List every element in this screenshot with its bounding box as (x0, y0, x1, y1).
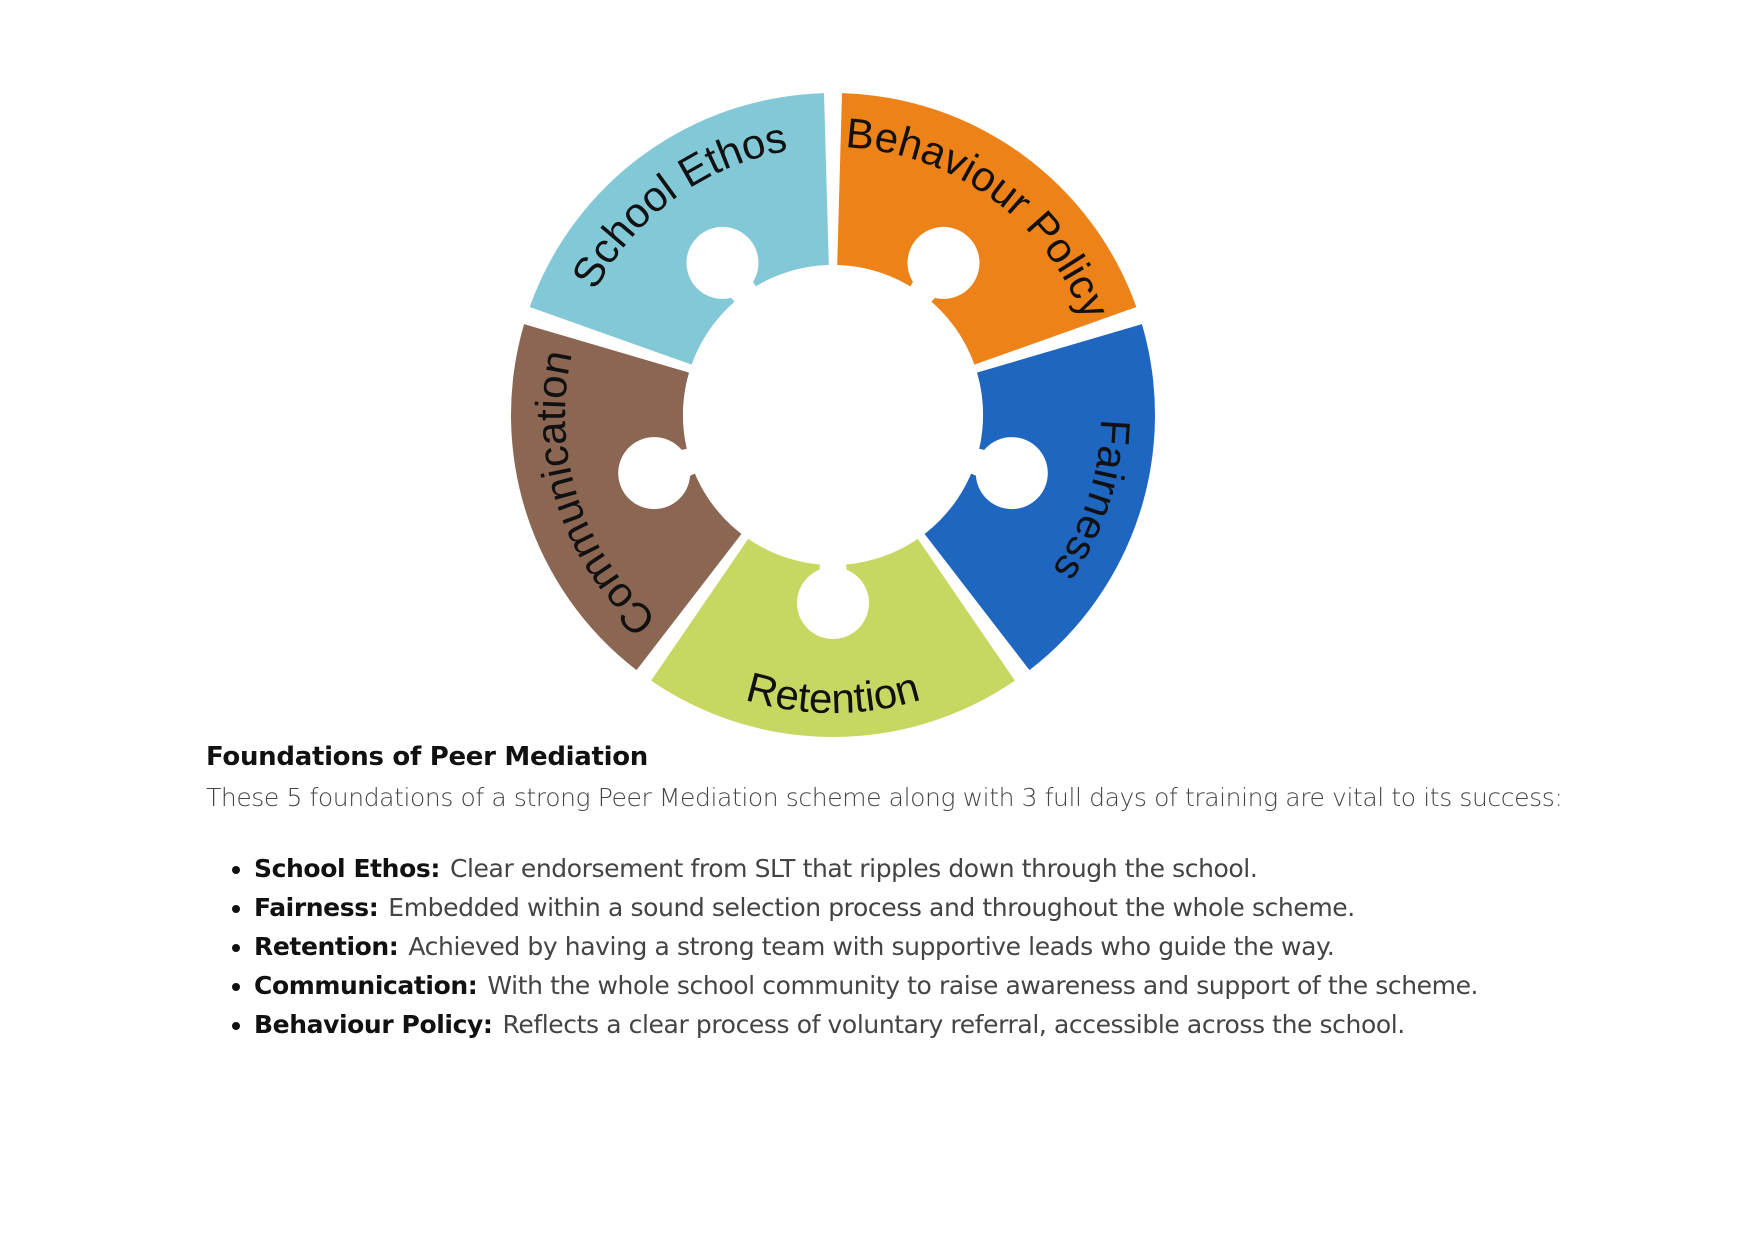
item-term: School Ethos: (254, 854, 440, 883)
item-term: Communication: (254, 971, 478, 1000)
item-text: With the whole school community to raise… (487, 971, 1479, 1000)
wheel-center (683, 265, 983, 565)
segment-communication (511, 324, 742, 671)
caption-intro: These 5 foundations of a strong Peer Med… (206, 783, 1563, 812)
segment-fairness (924, 324, 1155, 671)
item-term: Behaviour Policy: (254, 1010, 493, 1039)
item-term: Retention: (254, 932, 399, 961)
list-item: Retention: Achieved by having a strong te… (254, 927, 1606, 966)
segment-school-ethos (529, 93, 829, 365)
item-text: Embedded within a sound selection proces… (388, 893, 1355, 922)
item-text: Clear endorsement from SLT that ripples … (449, 854, 1258, 883)
caption-title: Foundations of Peer Mediation (206, 742, 648, 772)
caption: Foundations of Peer Mediation These 5 fo… (206, 742, 1606, 1044)
item-text: Achieved by having a strong team with su… (408, 932, 1335, 961)
item-text: Reflects a clear process of voluntary re… (502, 1010, 1406, 1039)
list-item: Communication: With the whole school comm… (254, 966, 1606, 1005)
segment-behaviour-policy (837, 93, 1137, 365)
foundations-list: School Ethos: Clear endorsement from SLT … (206, 849, 1606, 1044)
list-item: Behaviour Policy: Reflects a clear proces… (254, 1005, 1606, 1044)
list-item: School Ethos: Clear endorsement from SLT … (254, 849, 1606, 888)
list-item: Fairness: Embedded within a sound selecti… (254, 888, 1606, 927)
peer-mediation-wheel: Behaviour PolicyFairnessRetentionCommuni… (511, 93, 1155, 737)
item-term: Fairness: (254, 893, 379, 922)
puzzle-knob-retention (797, 567, 869, 639)
